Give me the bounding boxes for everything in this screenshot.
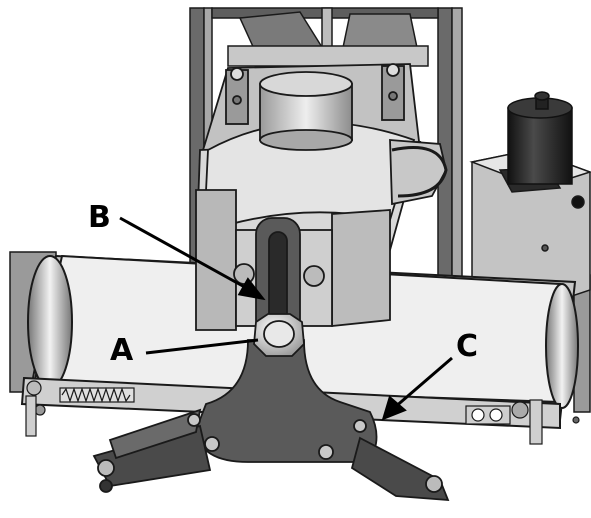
adjustment-knob: [253, 313, 305, 357]
tension-spring: [25, 380, 135, 437]
arrowhead-b: [237, 277, 266, 301]
motor-cylinder: [507, 91, 573, 185]
arrow-c: [393, 356, 453, 410]
label-b: B: [88, 200, 111, 235]
slotted-bracket: [233, 217, 325, 337]
arrow-b: [119, 216, 251, 292]
right-roller-hardware: [465, 399, 580, 445]
label-a: A: [110, 333, 134, 368]
arrow-a: [145, 338, 259, 355]
base-plate: [92, 339, 450, 502]
callout-arrows: [119, 216, 453, 421]
top-cylinder: [259, 71, 353, 151]
arrowhead-c: [381, 395, 407, 421]
label-c: C: [456, 329, 478, 364]
